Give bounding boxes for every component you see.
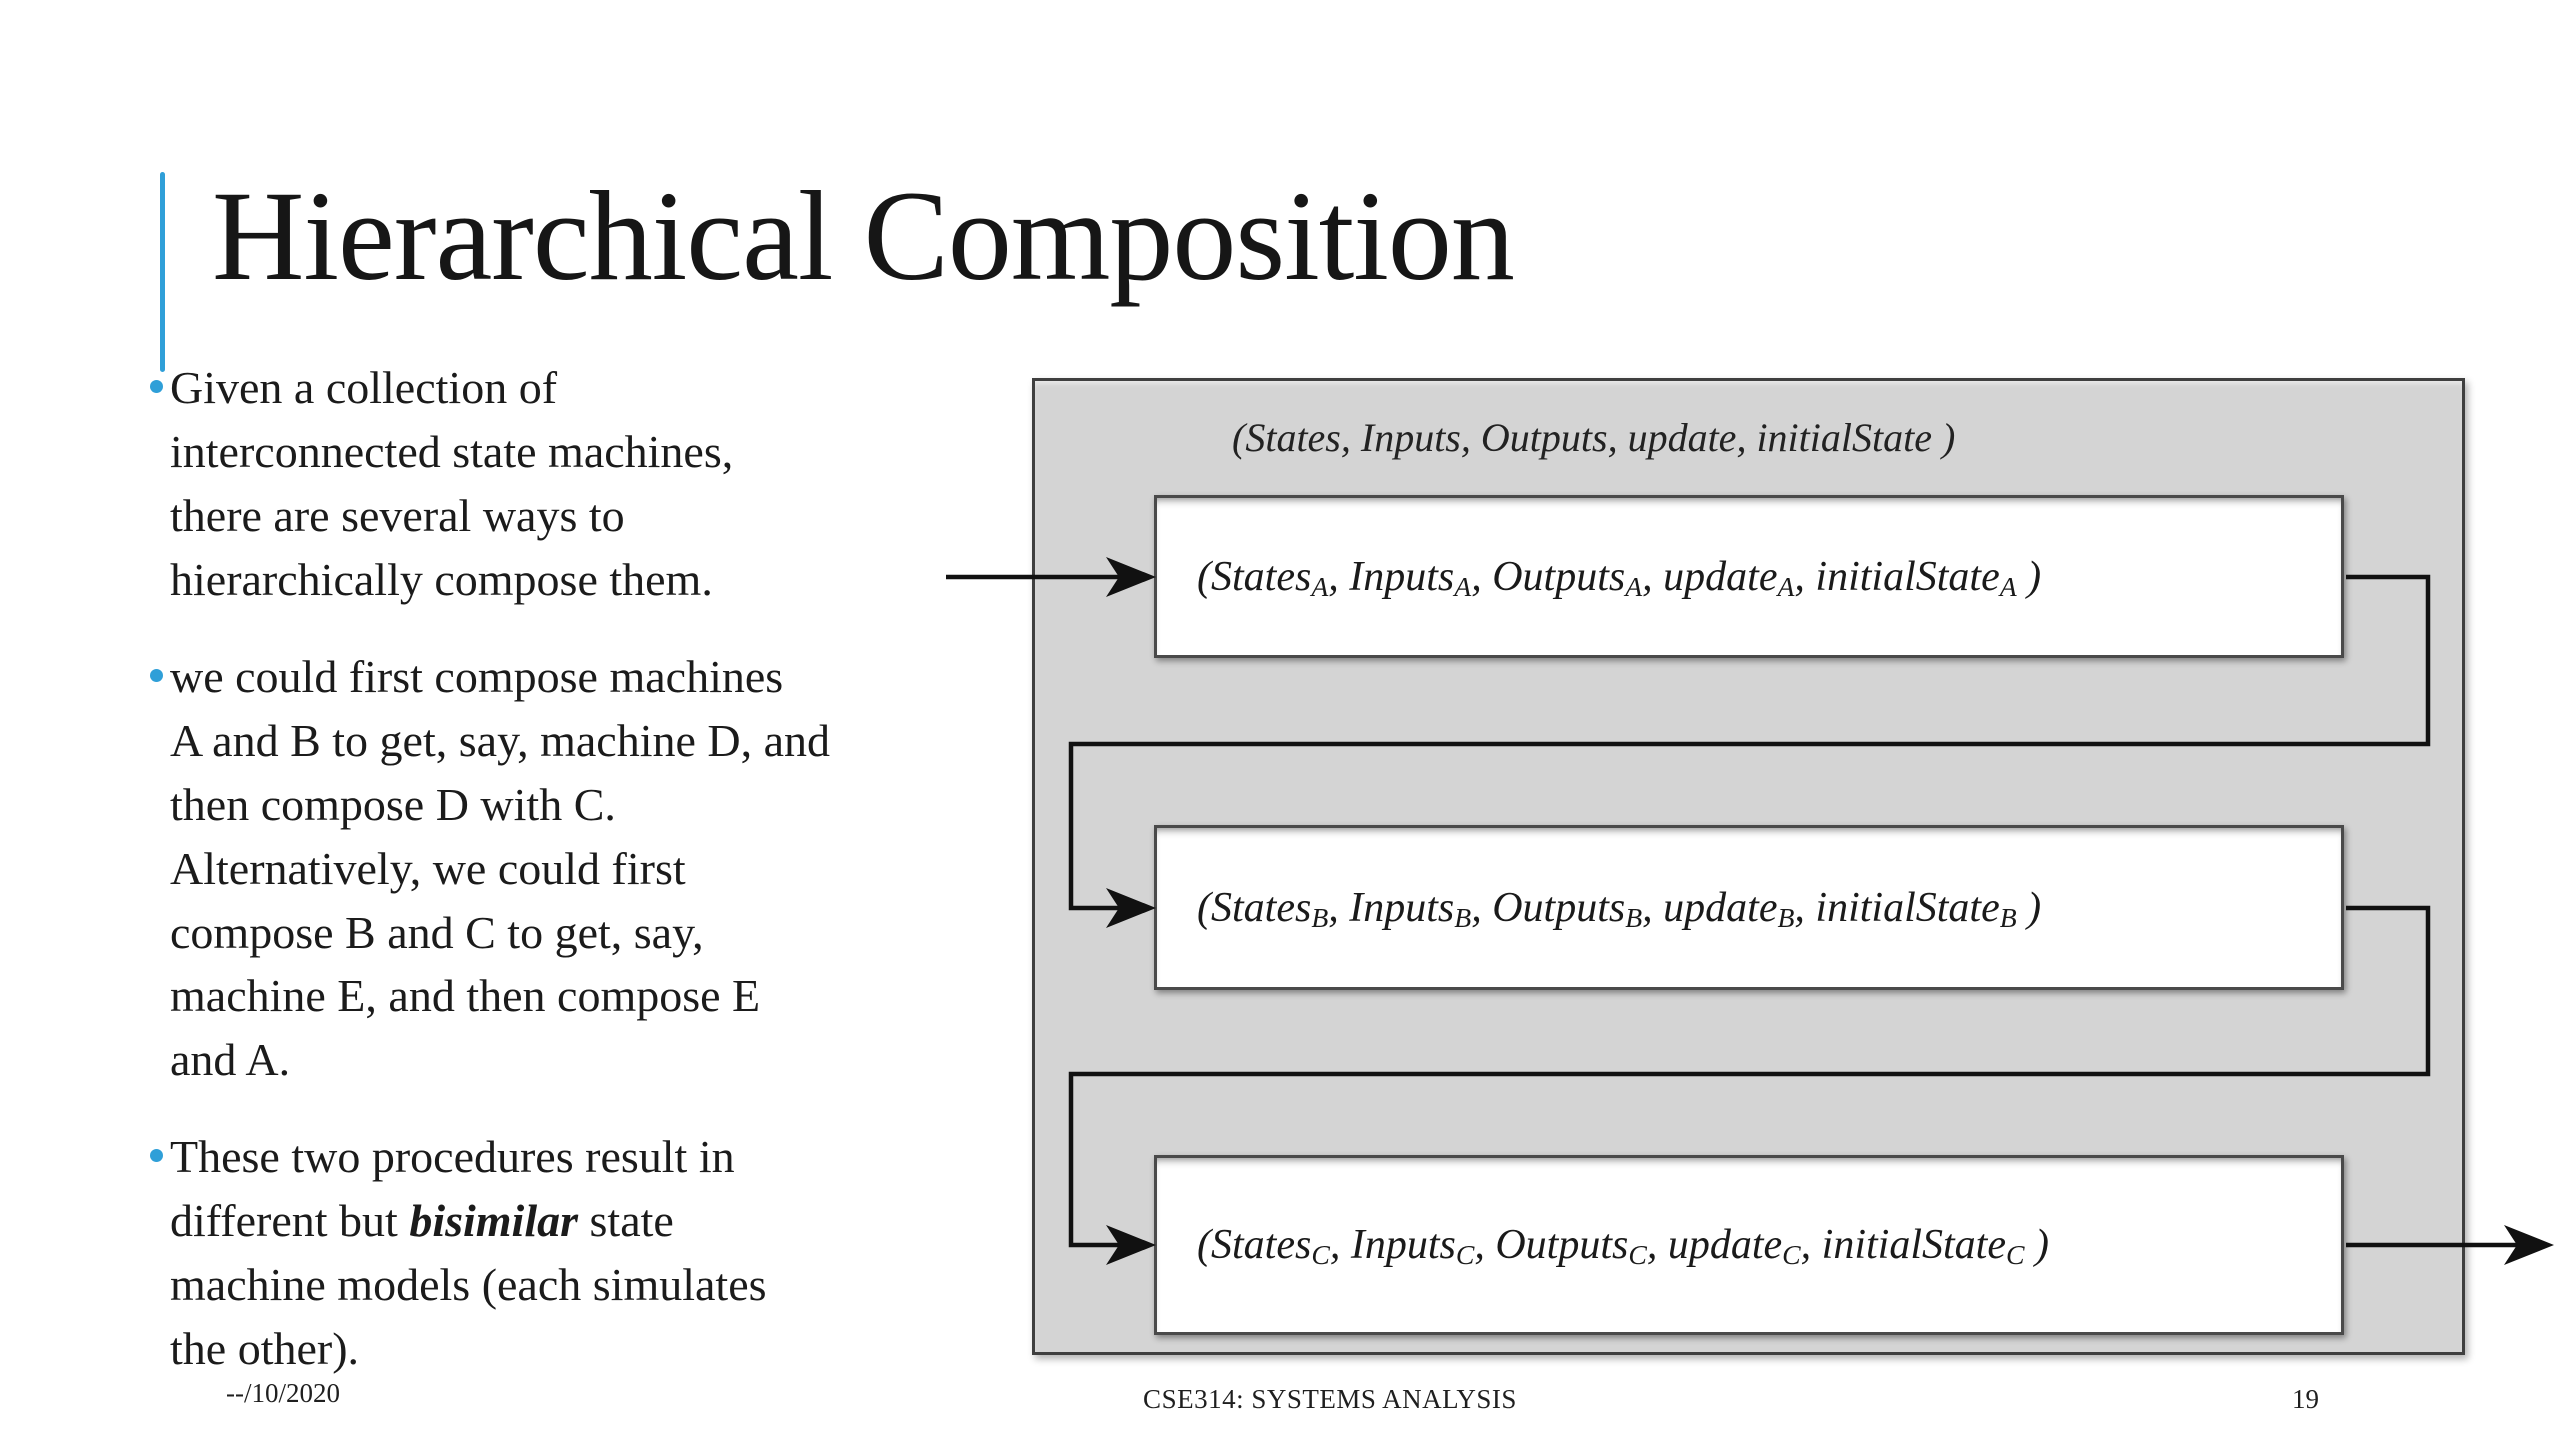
page-title: Hierarchical Composition [212,165,1515,307]
output-arrowhead-icon [2504,1225,2554,1265]
machine-c-tuple: (StatesC, InputsC, OutputsC, updateC, in… [1197,1222,2049,1271]
bullet-list: Given a collection of interconnected sta… [150,356,1032,1414]
footer-date: --/10/2020 [226,1378,340,1408]
machine-c-box: (StatesC, InputsC, OutputsC, updateC, in… [1154,1155,2344,1335]
machine-b-box: (StatesB, InputsB, OutputsB, updateB, in… [1154,825,2344,990]
bullet-text: we could first compose machines A and B … [170,650,831,1086]
bullet-item: we could first compose machines A and B … [150,645,1032,1093]
bullet-text: These two procedures result in different… [170,1131,767,1375]
bullet-text: Given a collection of interconnected sta… [170,362,734,605]
composite-machine-tuple: (States, Inputs, Outputs, update, initia… [1232,415,1956,460]
bullet-icon [150,380,163,393]
title-accent-bar [160,172,165,372]
machine-b-tuple: (StatesB, InputsB, OutputsB, updateB, in… [1197,884,2042,933]
bullet-icon [150,668,163,682]
bullet-item: Given a collection of interconnected sta… [150,356,1032,612]
bullet-icon [150,1149,163,1163]
bullet-item: These two procedures result in different… [150,1125,1032,1381]
machine-a-box: (StatesA, InputsA, OutputsA, updateA, in… [1154,495,2344,658]
footer-page-number: 19 [2292,1384,2319,1414]
machine-a-tuple: (StatesA, InputsA, OutputsA, updateA, in… [1197,553,2042,602]
footer-course: CSE314: SYSTEMS ANALYSIS [1143,1384,1517,1414]
